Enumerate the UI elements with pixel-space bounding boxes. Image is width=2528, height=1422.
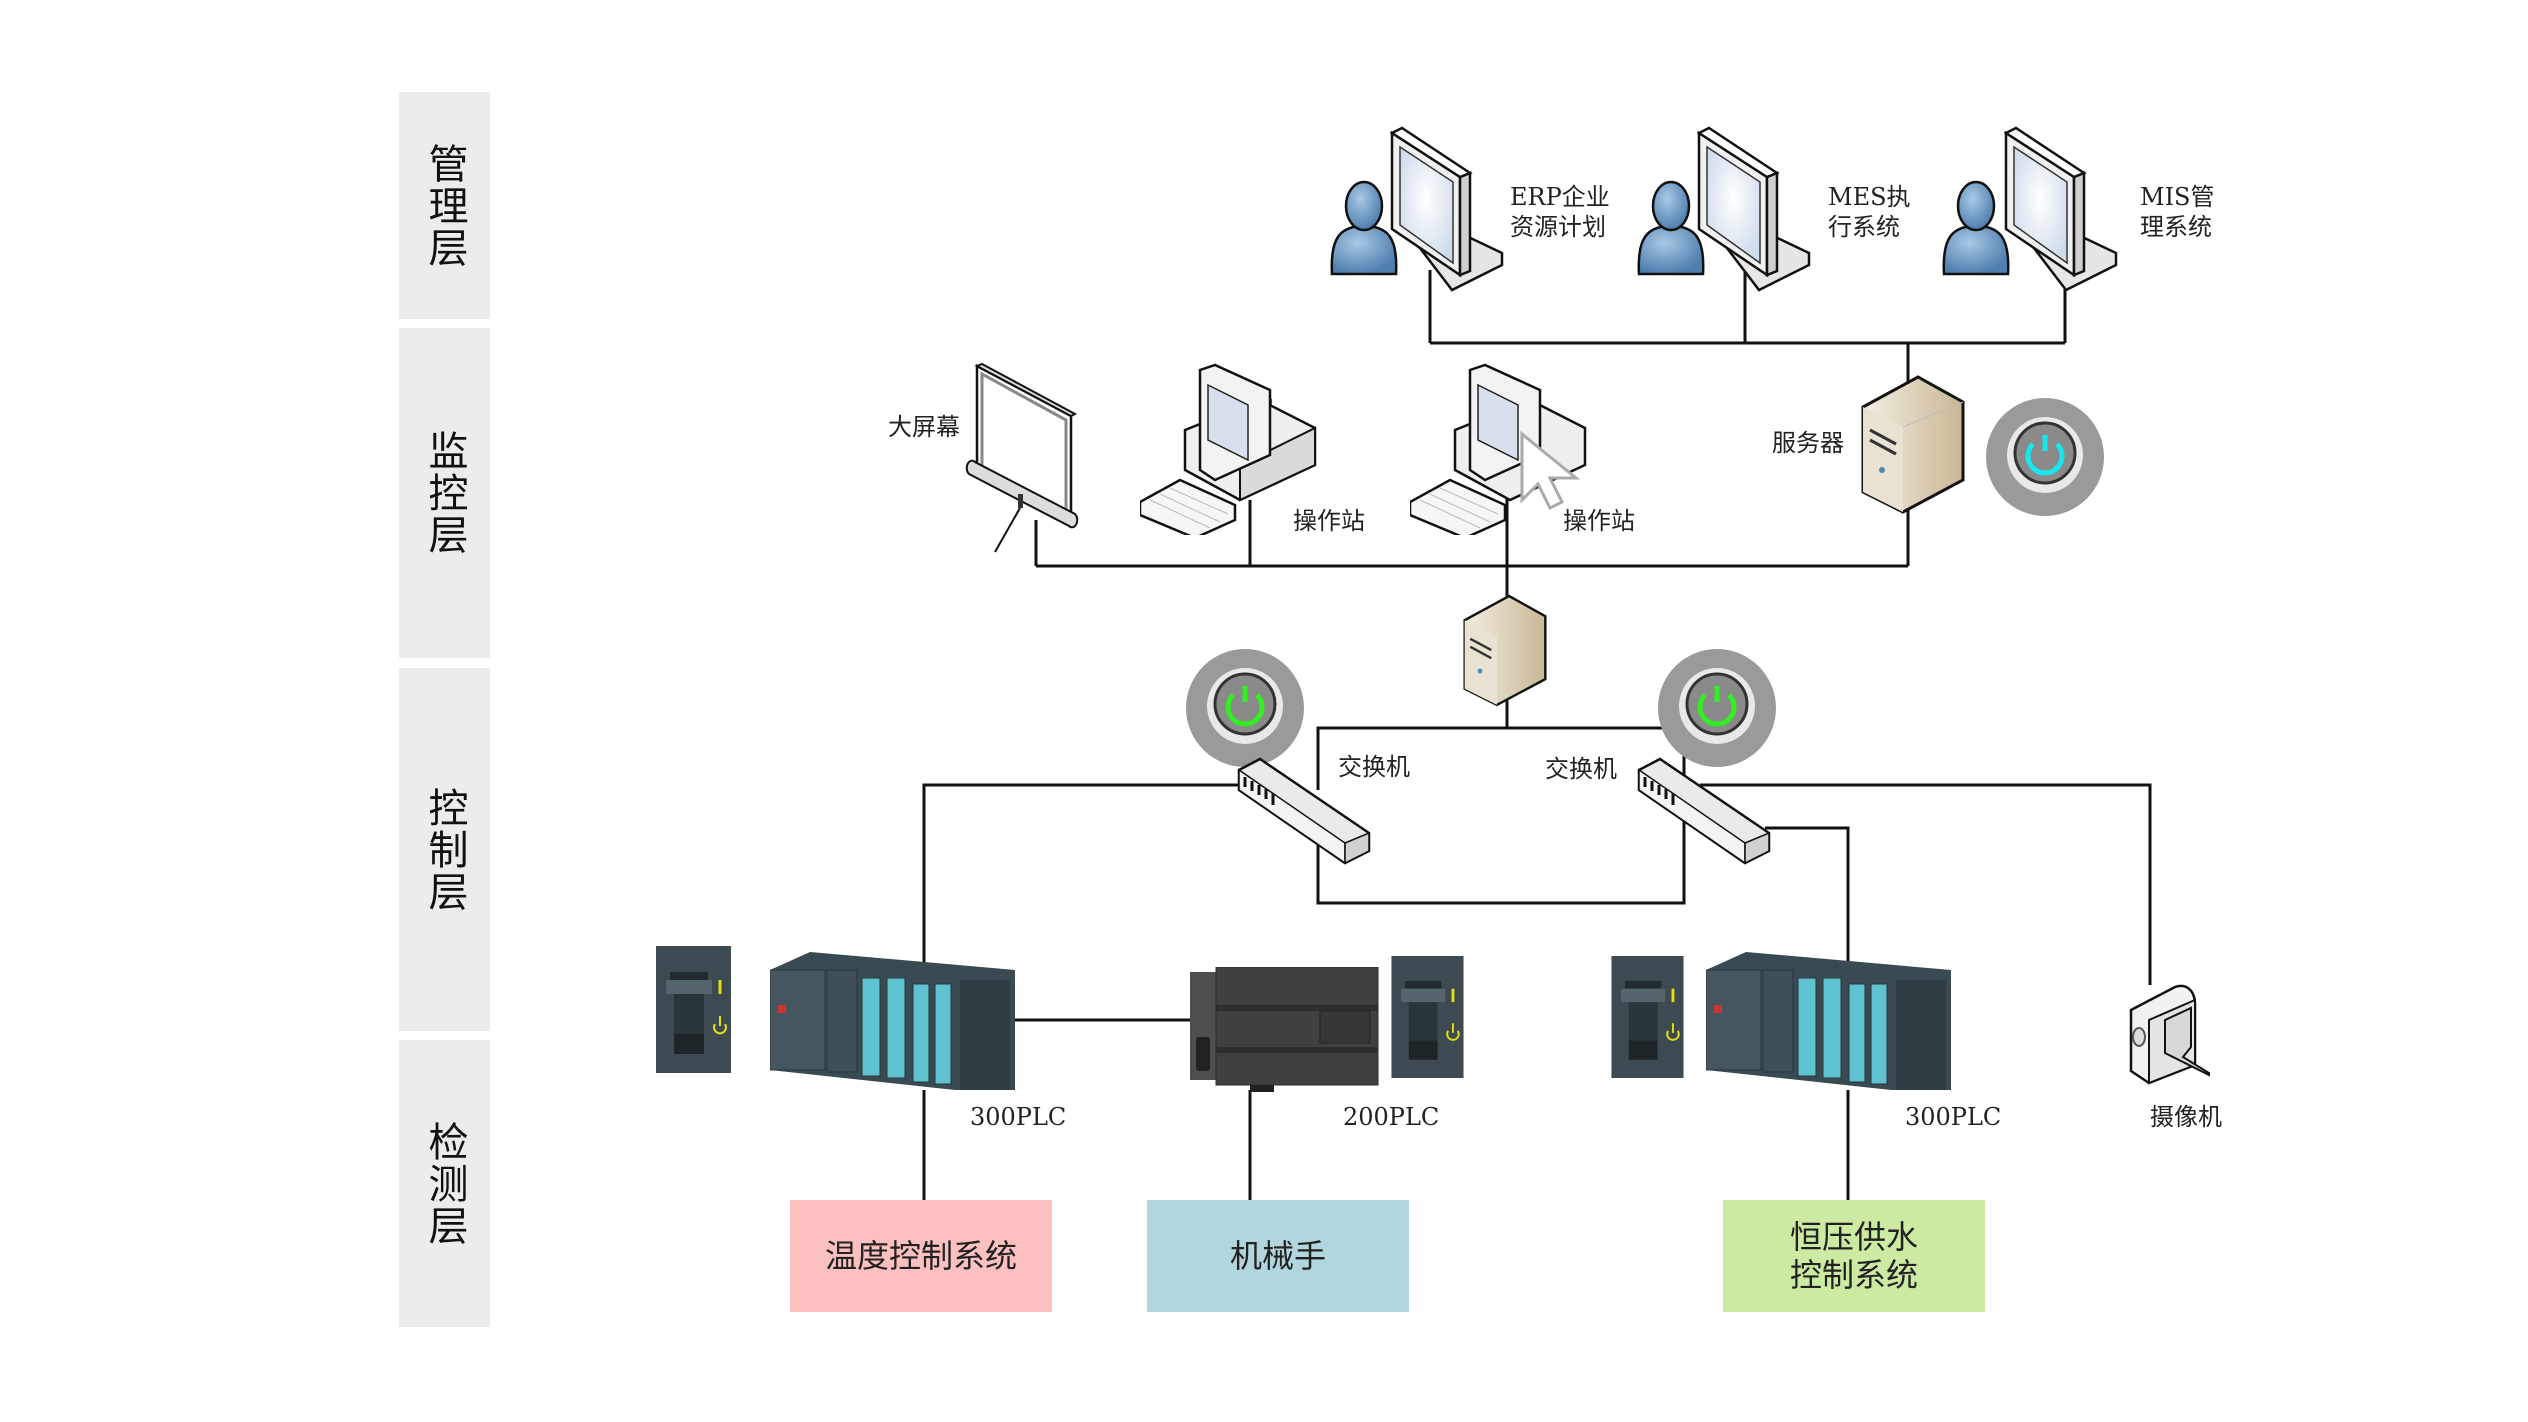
erp-label: ERP企业 资源计划 <box>1510 183 1610 241</box>
user-icon <box>1942 180 2010 276</box>
screen-label: 大屏幕 <box>888 413 960 441</box>
power-button-icon[interactable] <box>1185 648 1305 768</box>
workstation-icon <box>1140 363 1317 535</box>
switch-1-label: 交换机 <box>1338 753 1410 781</box>
user-icon <box>1637 180 1705 276</box>
wire-switch2-camera <box>1700 783 2152 985</box>
camera-icon <box>2129 984 2210 1085</box>
server-icon <box>1861 375 1965 514</box>
layer-management: 管理层 <box>399 92 490 319</box>
mes-label: MES执 行系统 <box>1828 183 1911 241</box>
mis-label: MIS管 理系统 <box>2140 183 2215 241</box>
station-1-label: 操作站 <box>1293 507 1365 535</box>
toggle-switch-panel-icon[interactable] <box>656 946 731 1073</box>
projector-screen-icon <box>965 362 1079 553</box>
power-button-icon[interactable] <box>1657 648 1777 768</box>
layer-detection-label: 检测层 <box>421 1120 468 1247</box>
server-power-glyph <box>2025 442 2065 476</box>
plc-3-label: 300PLC <box>1905 1103 2002 1131</box>
constant-pressure-water-system: 恒压供水 控制系统 <box>1723 1200 1985 1312</box>
monitor-icon <box>2004 126 2118 292</box>
layer-monitoring: 监控层 <box>399 328 490 658</box>
network-switch-icon <box>1237 757 1371 865</box>
toggle-switch-panel-icon[interactable] <box>1390 956 1465 1078</box>
plc-1-label: 300PLC <box>970 1103 1067 1131</box>
plc-300-icon <box>770 952 1015 1090</box>
layer-control: 控制层 <box>399 668 490 1031</box>
layer-control-label: 控制层 <box>421 786 468 913</box>
monitor-icon <box>1697 126 1811 292</box>
layer-detection: 检测层 <box>399 1040 490 1327</box>
network-switch-icon <box>1637 757 1771 865</box>
wire-switch2-plc3 <box>1765 826 1850 970</box>
plc-200-icon <box>1190 967 1379 1092</box>
temperature-control-system: 温度控制系统 <box>790 1200 1052 1312</box>
switch-2-label: 交换机 <box>1545 755 1617 783</box>
camera-label: 摄像机 <box>2150 1103 2222 1131</box>
power-button-icon[interactable] <box>1985 397 2105 517</box>
server-label: 服务器 <box>1772 429 1844 457</box>
plc-2-label: 200PLC <box>1343 1103 1440 1131</box>
server-icon <box>1463 594 1547 707</box>
toggle-switch-panel-icon[interactable] <box>1610 956 1685 1078</box>
wire-switch1-plc1 <box>922 783 1240 975</box>
layer-monitoring-label: 监控层 <box>421 430 468 556</box>
user-icon <box>1330 180 1398 276</box>
cursor-icon <box>1520 430 1581 510</box>
monitor-icon <box>1390 126 1504 292</box>
robot-arm-system: 机械手 <box>1147 1200 1409 1312</box>
layer-management-label: 管理层 <box>421 142 468 269</box>
station-2-label: 操作站 <box>1563 507 1635 535</box>
plc-300-icon <box>1706 952 1951 1090</box>
